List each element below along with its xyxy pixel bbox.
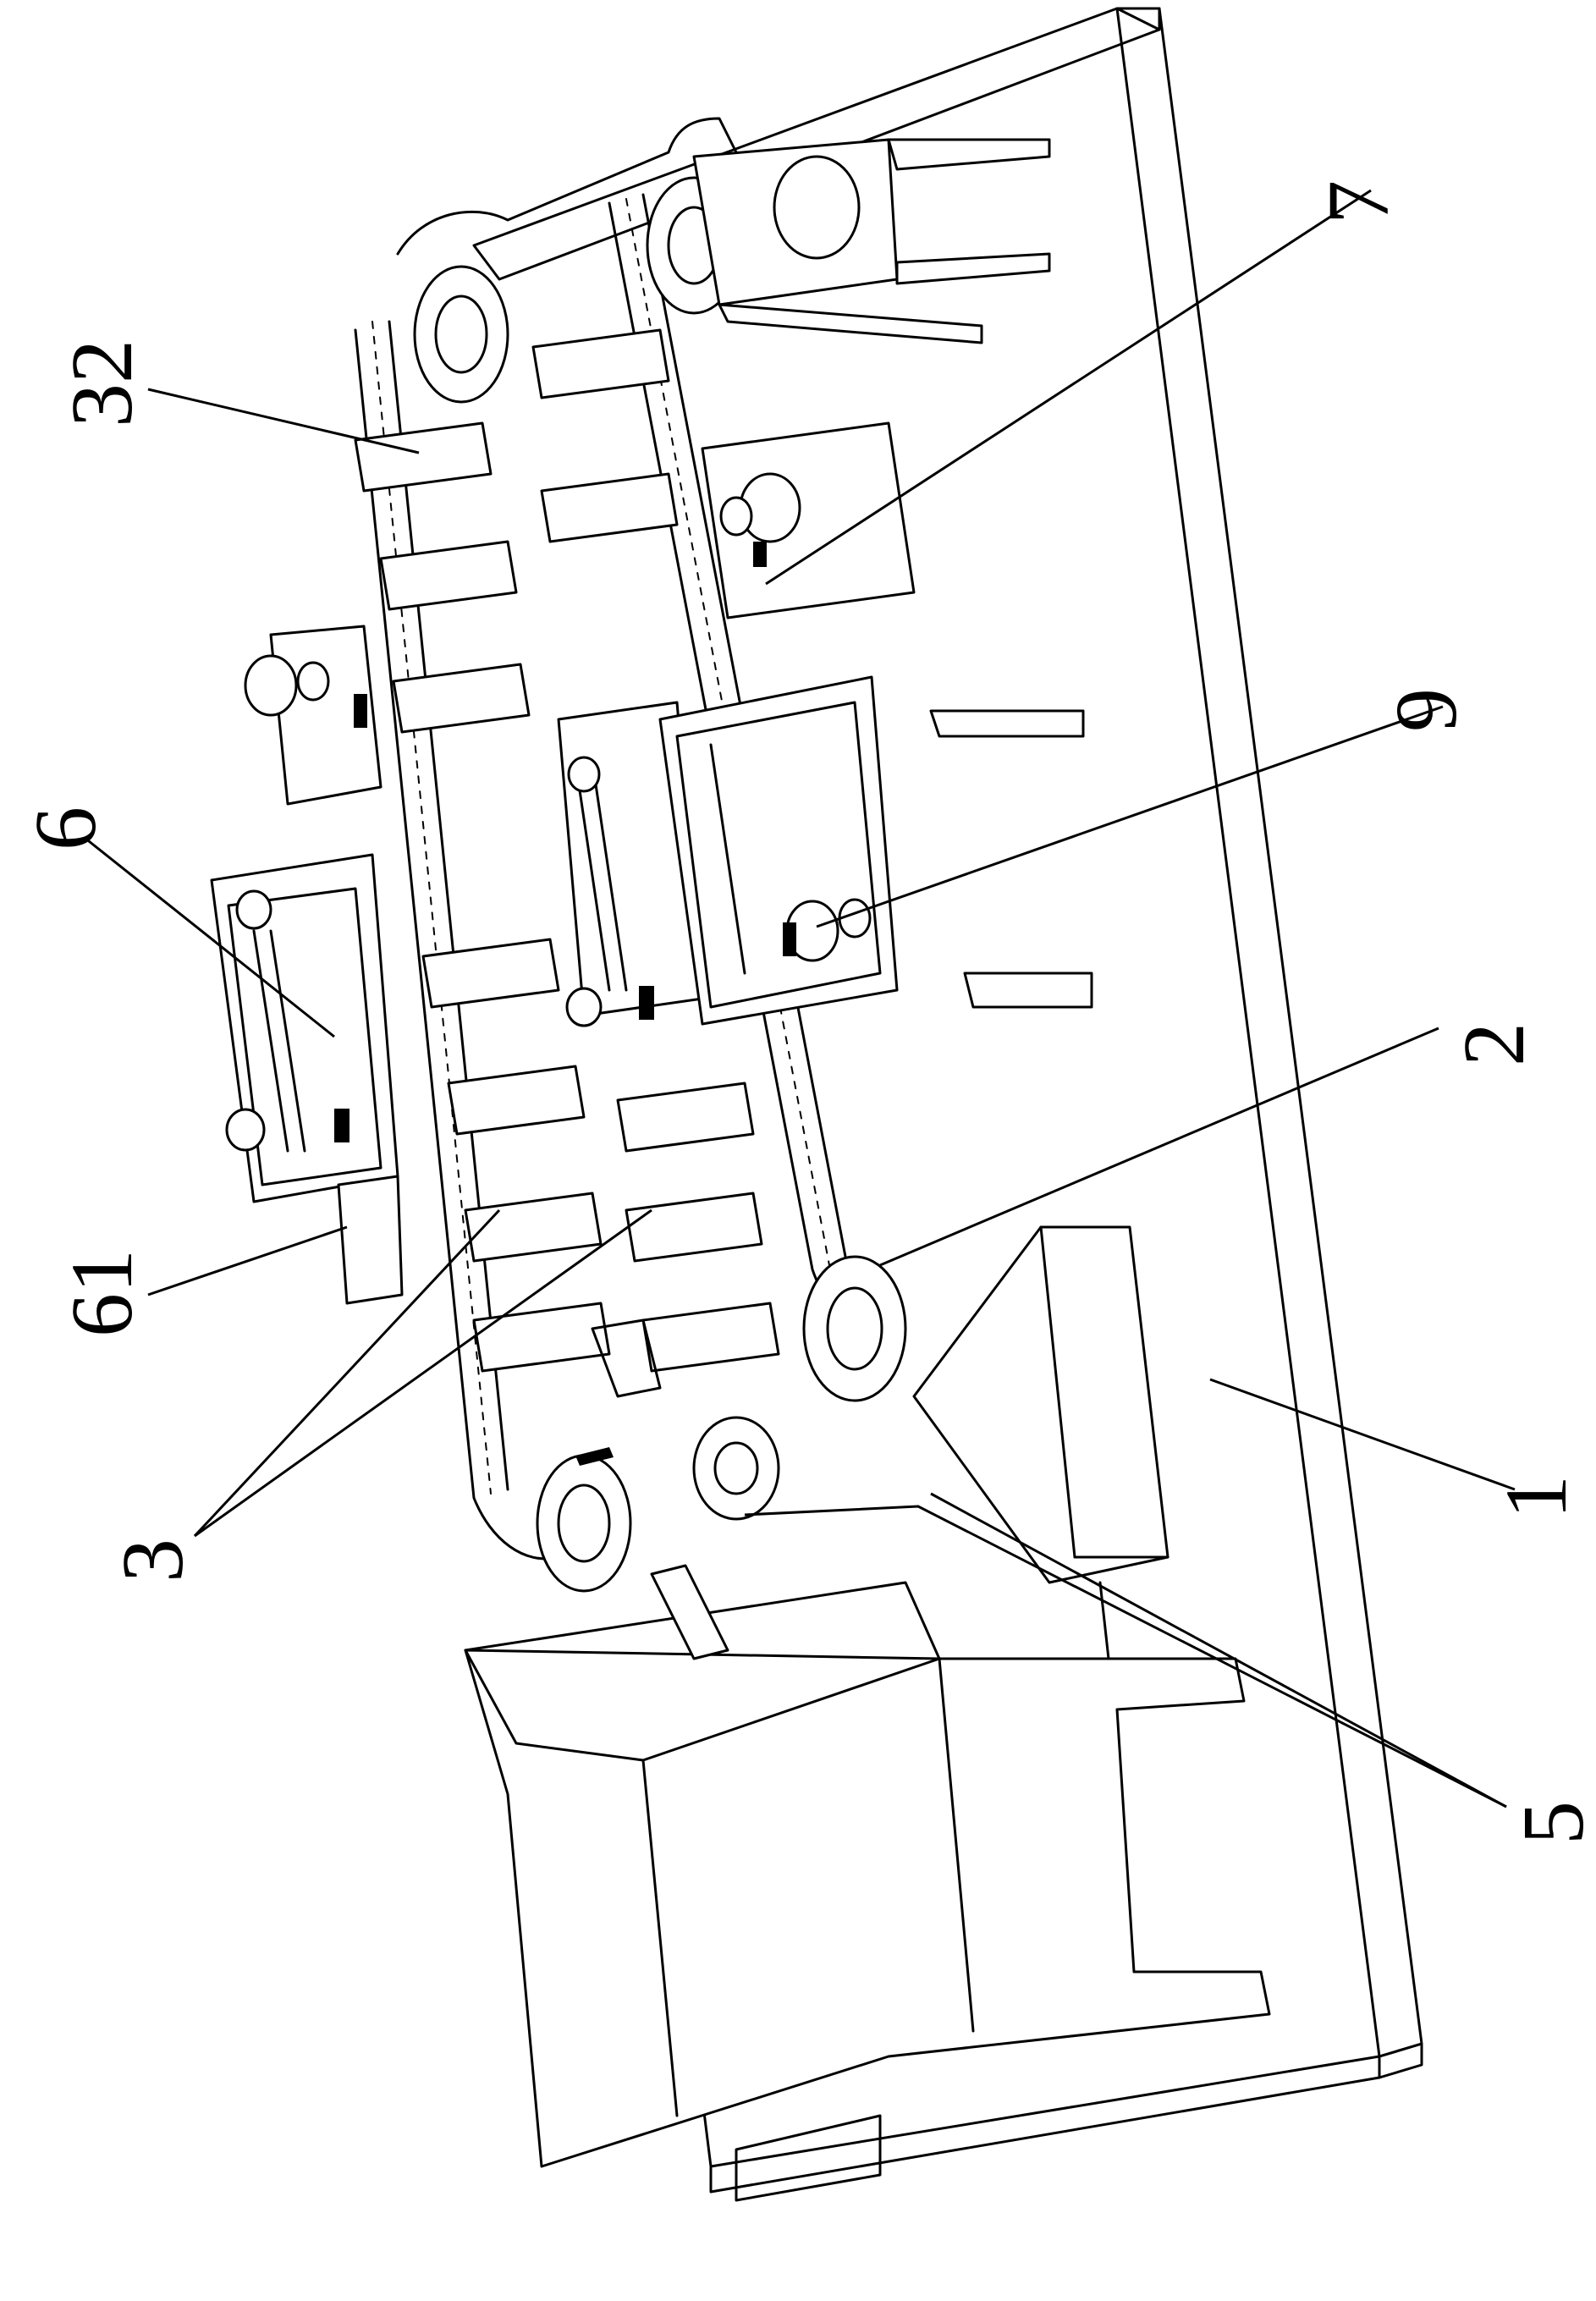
label-7: 7	[1310, 180, 1407, 224]
lower-frame	[465, 1583, 1269, 2200]
sprocket-upper-left	[415, 267, 508, 402]
label-5: 5	[1505, 1801, 1596, 1845]
leader-32	[148, 389, 419, 453]
label-61: 61	[53, 1249, 151, 1337]
label-6: 6	[17, 806, 114, 850]
box-frame	[660, 677, 897, 1024]
sprocket-lower-right	[804, 1257, 905, 1401]
label-3: 3	[104, 1539, 201, 1583]
clamp-fixture-left	[212, 855, 402, 1303]
leader-2	[880, 1028, 1439, 1265]
label-32: 32	[53, 339, 151, 427]
sprocket-lower-left	[537, 1456, 630, 1591]
drive-wheel	[694, 1417, 779, 1519]
cylinder-assembly	[702, 423, 914, 618]
leader-61	[148, 1227, 347, 1295]
leader-9	[817, 707, 1443, 927]
upper-left-cylinder	[245, 626, 381, 804]
motor-housing	[914, 1227, 1168, 1583]
top-end-housing	[694, 140, 1049, 343]
label-2: 2	[1445, 1022, 1543, 1066]
label-1: 1	[1488, 1475, 1585, 1519]
leader-1	[1210, 1379, 1515, 1489]
